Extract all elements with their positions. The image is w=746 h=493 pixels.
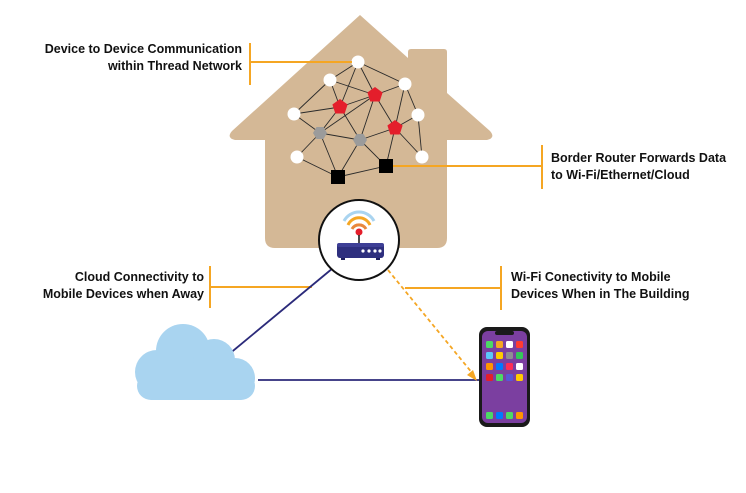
house-icon bbox=[229, 15, 493, 248]
border-router-node bbox=[379, 159, 393, 173]
router-node bbox=[387, 120, 403, 135]
cloud-connectivity-label: Cloud Connectivity to Mobile Devices whe… bbox=[42, 270, 204, 301]
wifi-router-icon bbox=[318, 199, 400, 281]
end-device-node bbox=[415, 150, 429, 164]
reed-node bbox=[313, 127, 327, 139]
cloud-router-link bbox=[227, 267, 334, 356]
wifi-connectivity-label: Wi-Fi Conectivity to Mobile Devices When… bbox=[511, 270, 690, 301]
router-node bbox=[367, 87, 383, 102]
border-router-nodes bbox=[331, 159, 393, 184]
end-device-node bbox=[398, 77, 412, 91]
thread-network-label: Device to Device Communication within Th… bbox=[44, 42, 242, 73]
app-icons bbox=[486, 341, 523, 419]
end-device-nodes bbox=[287, 55, 429, 164]
wifi-phone-link bbox=[387, 269, 474, 375]
connectivity-links bbox=[227, 267, 479, 381]
leader-lines bbox=[209, 43, 543, 310]
router-node bbox=[332, 99, 348, 114]
router-nodes bbox=[332, 87, 403, 135]
cloud-icon bbox=[135, 324, 255, 400]
end-device-node bbox=[287, 107, 301, 121]
border-router-node bbox=[331, 170, 345, 184]
border-router-label: Border Router Forwards Data to Wi-Fi/Eth… bbox=[551, 151, 727, 182]
wifi-link-arrowhead bbox=[467, 370, 477, 381]
reed-node bbox=[353, 134, 367, 146]
smartphone-icon bbox=[479, 327, 530, 427]
end-device-node bbox=[411, 108, 425, 122]
end-device-node bbox=[290, 150, 304, 164]
end-device-node bbox=[351, 55, 365, 69]
end-device-node bbox=[323, 73, 337, 87]
reed-nodes bbox=[313, 127, 367, 146]
